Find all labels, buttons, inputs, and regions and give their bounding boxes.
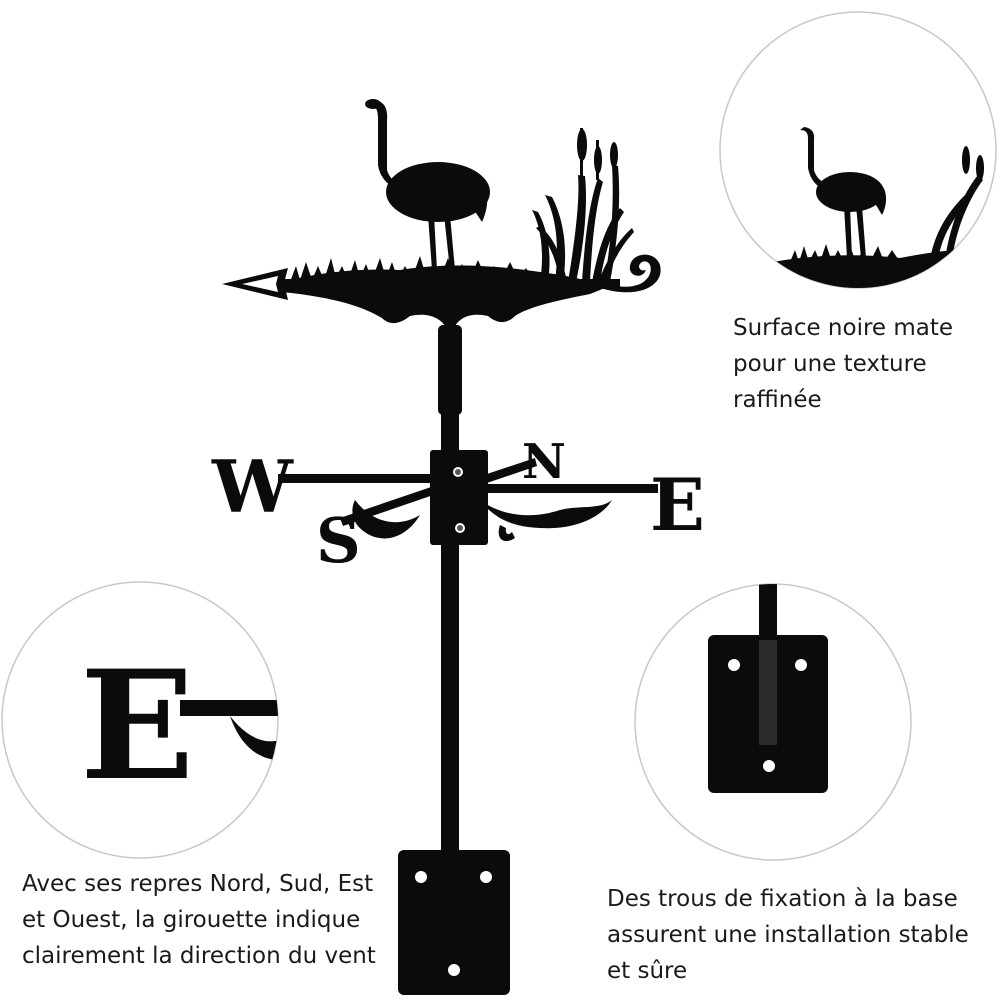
compass-bar-west [278,474,443,483]
compass-letter-east: E [650,462,705,547]
base-plate [398,850,510,995]
grass [290,256,534,282]
compass-bar-east [458,484,658,493]
caption-directions-line: Avec ses repres Nord, Sud, Est [22,871,374,897]
caption-mounting-line: Des trous de fixation à la base [607,886,958,912]
compass-scroll-left [352,500,420,539]
caption-directions-line: et Ouest, la girouette indique [22,907,361,933]
detail-circle-finish [719,11,997,289]
detail-ostrich [800,127,887,258]
caption-mounting: Des trous de fixation à la base assurent… [607,881,997,989]
caption-finish-line: pour une texture [733,351,927,377]
pole-upper-sleeve [438,325,462,415]
caption-mounting-line: et sûre [607,958,688,984]
reeds [532,128,634,282]
weathervane [222,99,661,995]
ostrich [365,99,490,270]
detail-letter-east: E [80,638,194,814]
caption-finish-line: raffinée [733,387,822,413]
compass-scroll-right [480,500,612,529]
caption-directions-line: clairement la direction du vent [22,943,376,969]
caption-directions: Avec ses repres Nord, Sud, Est et Ouest,… [22,866,402,974]
detail-circle-letter: E [1,581,279,859]
detail-circle-mounting [634,583,912,861]
compass-letter-west: W [211,444,294,529]
arrow-tail-scroll [600,254,661,293]
compass-letter-south: S [316,504,361,577]
caption-finish: Surface noire mate pour une texture raff… [733,310,998,418]
center-bracket [430,450,488,545]
caption-finish-line: Surface noire mate [733,315,954,341]
compass-bar-north [475,458,537,486]
compass-letter-north: N [522,434,566,490]
caption-mounting-line: assurent une installation stable [607,922,969,948]
